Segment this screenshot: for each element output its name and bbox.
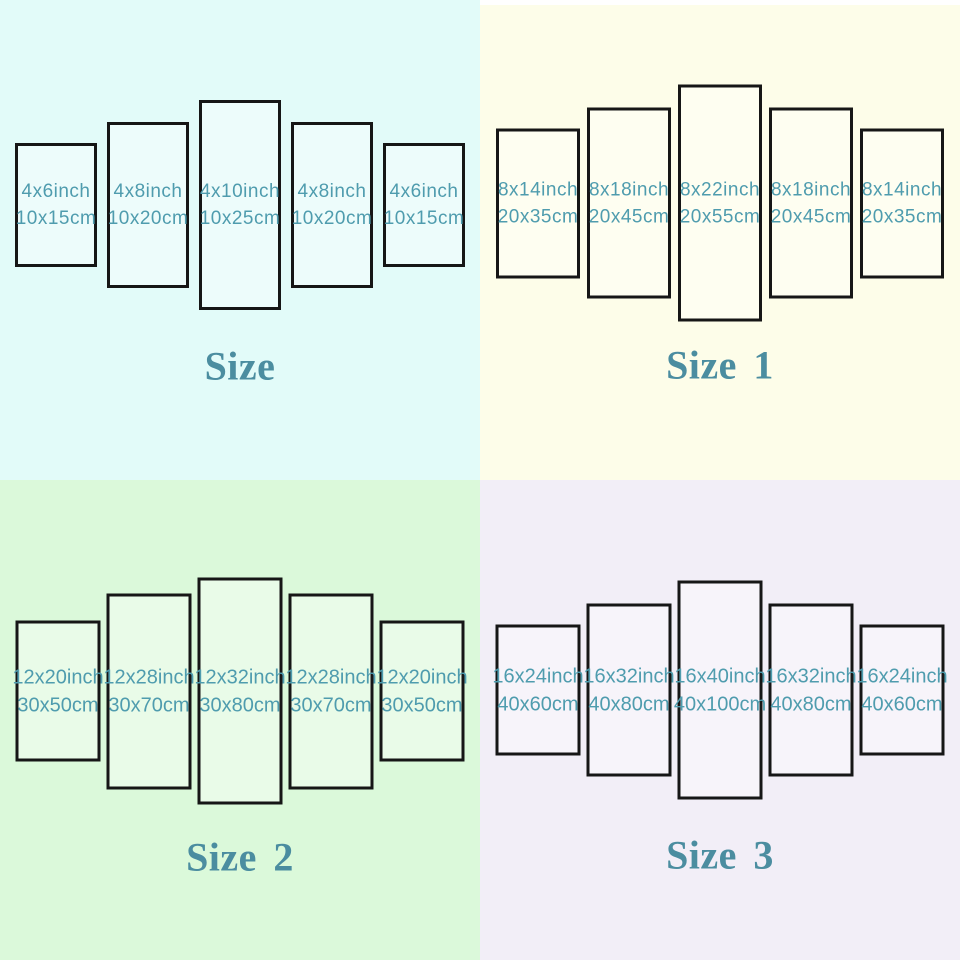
canvas-panel: 16x32inch 40x80cm <box>583 603 675 777</box>
white-margin-strip <box>480 0 960 5</box>
canvas-panel: 4x6inch 10x15cm <box>15 143 97 267</box>
size-chart-quadrant-size2: 12x20inch 30x50cm 12x28inch 30x70cm 12x3… <box>0 480 480 960</box>
canvas-panel: 4x10inch 10x25cm <box>199 100 281 310</box>
panel-size-cm: 40x60cm <box>497 693 579 715</box>
canvas-panel: 8x18inch 20x45cm <box>769 107 853 299</box>
panel-size-inch: 4x10inch <box>199 181 281 202</box>
panel-size-inch: 8x14inch <box>861 179 943 200</box>
panel-size-cm: 40x80cm <box>588 693 670 715</box>
panel-size-cm: 10x20cm <box>291 208 373 229</box>
panel-row: 8x14inch 20x35cm 8x18inch 20x45cm 8x22in… <box>496 84 944 322</box>
panel-size-inch: 12x20inch <box>12 666 104 688</box>
panel-size-inch: 12x20inch <box>376 666 468 688</box>
canvas-panel: 8x14inch 20x35cm <box>860 128 944 278</box>
canvas-panel: 12x20inch 30x50cm <box>12 620 104 762</box>
panel-size-inch: 8x22inch <box>679 179 761 200</box>
panel-size-cm: 20x55cm <box>679 206 761 227</box>
canvas-panel: 12x32inch 30x80cm <box>194 577 286 805</box>
canvas-panel: 16x32inch 40x80cm <box>765 603 857 777</box>
panel-row: 4x6inch 10x15cm 4x8inch 10x20cm 4x10inch… <box>15 100 465 310</box>
panel-row: 12x20inch 30x50cm 12x28inch 30x70cm 12x3… <box>12 577 468 805</box>
panel-size-inch: 16x32inch <box>765 665 857 687</box>
panel-size-inch: 4x6inch <box>389 181 459 202</box>
panel-size-inch: 12x32inch <box>194 666 286 688</box>
size-chart-quadrant-size1: 8x14inch 20x35cm 8x18inch 20x45cm 8x22in… <box>480 0 960 480</box>
panel-size-cm: 20x45cm <box>588 206 670 227</box>
panel-size-cm: 10x25cm <box>199 208 281 229</box>
panel-size-cm: 30x50cm <box>17 694 99 716</box>
quadrant-title: Size 2 <box>186 834 294 880</box>
panel-size-inch: 4x8inch <box>297 181 367 202</box>
panel-size-inch: 8x18inch <box>770 179 852 200</box>
panel-size-inch: 4x6inch <box>21 181 91 202</box>
canvas-panel: 8x18inch 20x45cm <box>587 107 671 299</box>
canvas-panel: 16x24inch 40x60cm <box>856 624 948 756</box>
canvas-panel: 4x8inch 10x20cm <box>291 122 373 288</box>
panel-size-inch: 16x24inch <box>856 665 948 687</box>
panel-size-cm: 30x80cm <box>199 694 281 716</box>
panel-size-cm: 30x70cm <box>108 694 190 716</box>
panel-size-inch: 16x24inch <box>492 665 584 687</box>
size-chart-quadrant-size3: 16x24inch 40x60cm 16x32inch 40x80cm 16x4… <box>480 480 960 960</box>
panel-size-inch: 16x40inch <box>674 665 766 687</box>
panel-size-inch: 16x32inch <box>583 665 675 687</box>
canvas-panel: 4x8inch 10x20cm <box>107 122 189 288</box>
panel-size-cm: 30x50cm <box>381 694 463 716</box>
quadrant-title: Size 1 <box>666 342 774 388</box>
canvas-panel: 12x28inch 30x70cm <box>103 593 195 789</box>
panel-row: 16x24inch 40x60cm 16x32inch 40x80cm 16x4… <box>492 580 948 800</box>
panel-size-cm: 10x20cm <box>107 208 189 229</box>
canvas-panel: 16x24inch 40x60cm <box>492 624 584 756</box>
quadrant-title: Size 3 <box>666 832 774 878</box>
panel-size-cm: 10x15cm <box>15 208 97 229</box>
canvas-panel: 8x14inch 20x35cm <box>496 128 580 278</box>
canvas-panel: 16x40inch 40x100cm <box>674 580 766 800</box>
panel-size-inch: 12x28inch <box>285 666 377 688</box>
canvas-panel: 12x20inch 30x50cm <box>376 620 468 762</box>
panel-size-inch: 8x18inch <box>588 179 670 200</box>
canvas-panel: 8x22inch 20x55cm <box>678 84 762 322</box>
canvas-panel: 12x28inch 30x70cm <box>285 593 377 789</box>
quadrant-title: Size <box>204 343 276 389</box>
panel-size-cm: 20x35cm <box>861 206 943 227</box>
canvas-panel: 4x6inch 10x15cm <box>383 143 465 267</box>
size-chart-quadrant-size: 4x6inch 10x15cm 4x8inch 10x20cm 4x10inch… <box>0 0 480 480</box>
panel-size-cm: 40x100cm <box>673 693 767 715</box>
panel-size-inch: 4x8inch <box>113 181 183 202</box>
panel-size-cm: 10x15cm <box>383 208 465 229</box>
panel-size-cm: 40x60cm <box>861 693 943 715</box>
panel-size-cm: 20x35cm <box>497 206 579 227</box>
panel-size-cm: 40x80cm <box>770 693 852 715</box>
panel-size-inch: 8x14inch <box>497 179 579 200</box>
panel-size-cm: 30x70cm <box>290 694 372 716</box>
panel-size-cm: 20x45cm <box>770 206 852 227</box>
panel-size-inch: 12x28inch <box>103 666 195 688</box>
